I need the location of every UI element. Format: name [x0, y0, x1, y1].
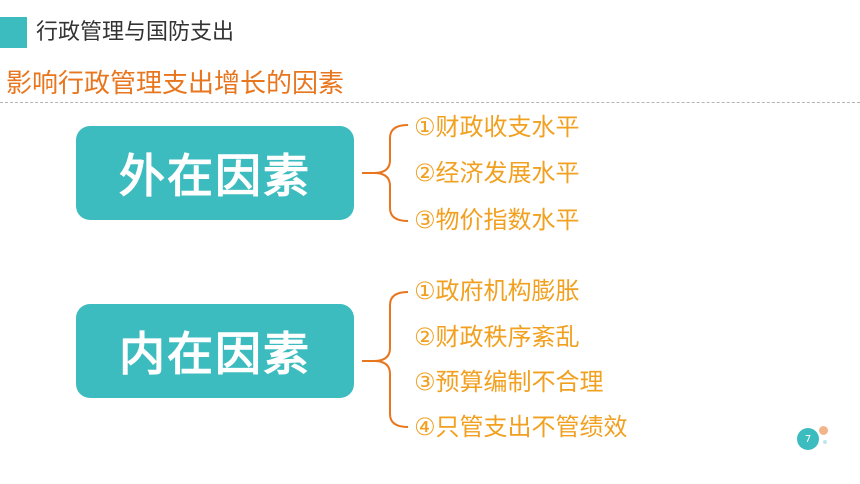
outer-item-1: ①财政收支水平 [414, 113, 580, 141]
inner-factor-label: 内在因素 [119, 327, 311, 381]
inner-item-4: ④只管支出不管绩效 [414, 413, 628, 441]
inner-item-3: ③预算编制不合理 [414, 368, 604, 396]
inner-brace [373, 291, 409, 428]
outer-factor-box: 外在因素 [76, 126, 354, 220]
header-title: 行政管理与国防支出 [36, 20, 235, 45]
outer-item-2: ②经济发展水平 [414, 159, 580, 187]
inner-factor-box: 内在因素 [76, 304, 354, 398]
outer-item-3: ③物价指数水平 [414, 206, 580, 234]
slide-subtitle: 影响行政管理支出增长的因素 [6, 69, 345, 99]
decor-dot-teal [823, 440, 827, 444]
inner-item-2: ②财政秩序紊乱 [414, 323, 580, 351]
page-number: 7 [797, 428, 819, 450]
inner-item-1: ①政府机构膨胀 [414, 277, 580, 305]
decor-dot-orange [819, 426, 828, 435]
outer-brace [373, 124, 409, 222]
header-accent-block [0, 17, 27, 48]
outer-factor-label: 外在因素 [119, 149, 311, 203]
divider [0, 102, 860, 103]
